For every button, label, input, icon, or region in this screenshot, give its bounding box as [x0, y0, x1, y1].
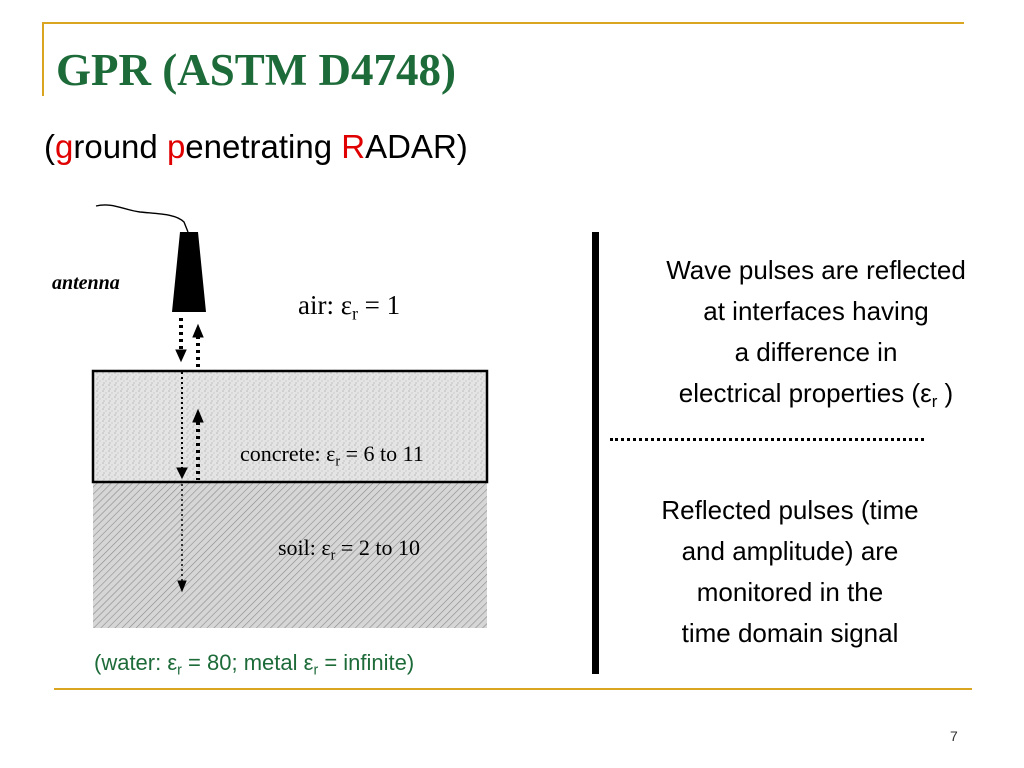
para2-line: and amplitude) are	[681, 536, 899, 566]
air-label: air: εr = 1	[298, 290, 401, 324]
antenna-label: antenna	[52, 272, 120, 294]
soil-layer	[93, 482, 487, 628]
slide-subtitle: (ground penetrating RADAR)	[44, 128, 468, 165]
left-rule	[42, 22, 44, 96]
concrete-layer	[91, 369, 489, 484]
monitoring-paragraph: Reflected pulses (time and amplitude) ar…	[590, 490, 990, 654]
para1-line: a difference in	[734, 337, 898, 367]
pulse-paths	[175, 318, 204, 593]
antenna-icon	[172, 232, 206, 312]
antenna-cable	[95, 204, 189, 233]
permittivity-note: (water: εr = 80; metal εr = infinite)	[94, 650, 415, 679]
para1-line: at interfaces having	[703, 296, 929, 326]
dotted-separator	[610, 438, 924, 441]
reflection-paragraph: Wave pulses are reflected at interfaces …	[616, 250, 1016, 422]
concrete-label: concrete: εr = 6 to 11	[240, 441, 424, 470]
gpr-diagram	[91, 204, 489, 628]
top-rule	[42, 22, 964, 24]
page-number: 7	[950, 728, 958, 744]
soil-label: soil: εr = 2 to 10	[278, 535, 420, 564]
para2-line: time domain signal	[681, 618, 899, 648]
para1-line: Wave pulses are reflected	[666, 255, 966, 285]
para2-line: monitored in the	[696, 577, 884, 607]
footer-rule	[54, 688, 972, 690]
para2-line: Reflected pulses (time	[661, 495, 919, 525]
slide-title: GPR (ASTM D4748)	[56, 45, 456, 95]
para1-line: electrical properties (εr )	[678, 378, 954, 412]
vertical-divider	[592, 232, 599, 674]
